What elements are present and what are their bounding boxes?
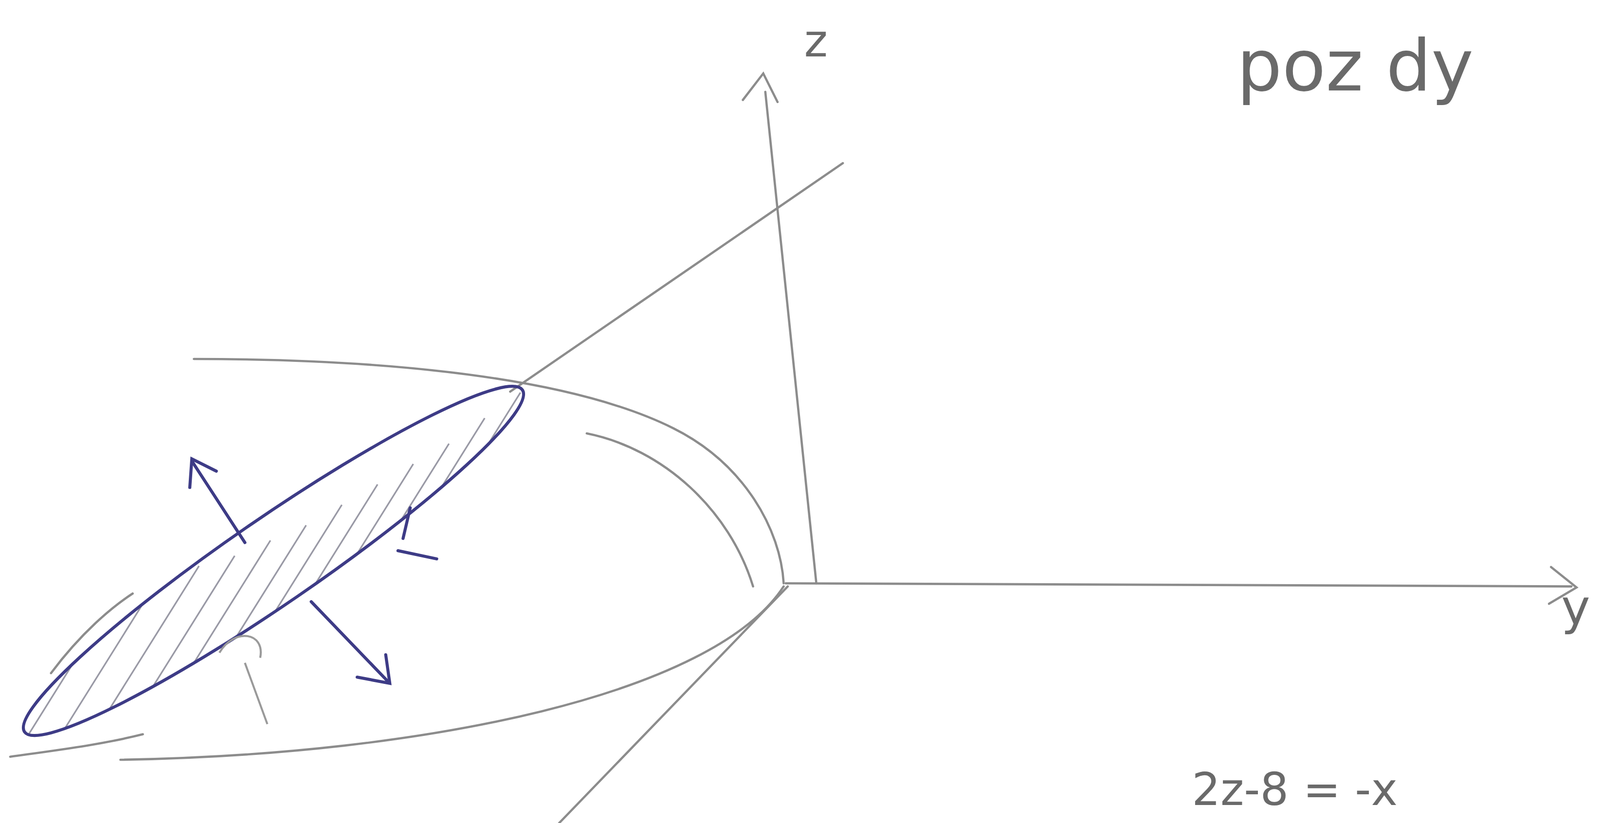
axis-label: y (1561, 583, 1591, 633)
paraboloid-inner (586, 433, 754, 587)
z-axis (765, 91, 817, 584)
note-text: poz dy (1236, 30, 1474, 103)
paraboloid-edge (51, 593, 133, 674)
axis-label: z (803, 18, 828, 64)
z-arrowhead (743, 73, 778, 103)
y-axis (785, 583, 1572, 587)
cut-ellipse (0, 354, 547, 768)
paraboloid-lower (120, 586, 784, 761)
hatching (25, 392, 521, 740)
x-axis (559, 586, 788, 823)
paraboloid-edge (10, 734, 144, 758)
normal-arrow (311, 601, 388, 682)
surface-symbol (219, 636, 268, 725)
orientation-arrow (398, 508, 437, 560)
normal-arrowhead (189, 458, 217, 488)
normal-arrowhead (357, 654, 390, 684)
plane-line (509, 163, 843, 392)
normal-arrow (191, 461, 245, 544)
equation-text: 2z-8 = -x (1191, 767, 1398, 813)
